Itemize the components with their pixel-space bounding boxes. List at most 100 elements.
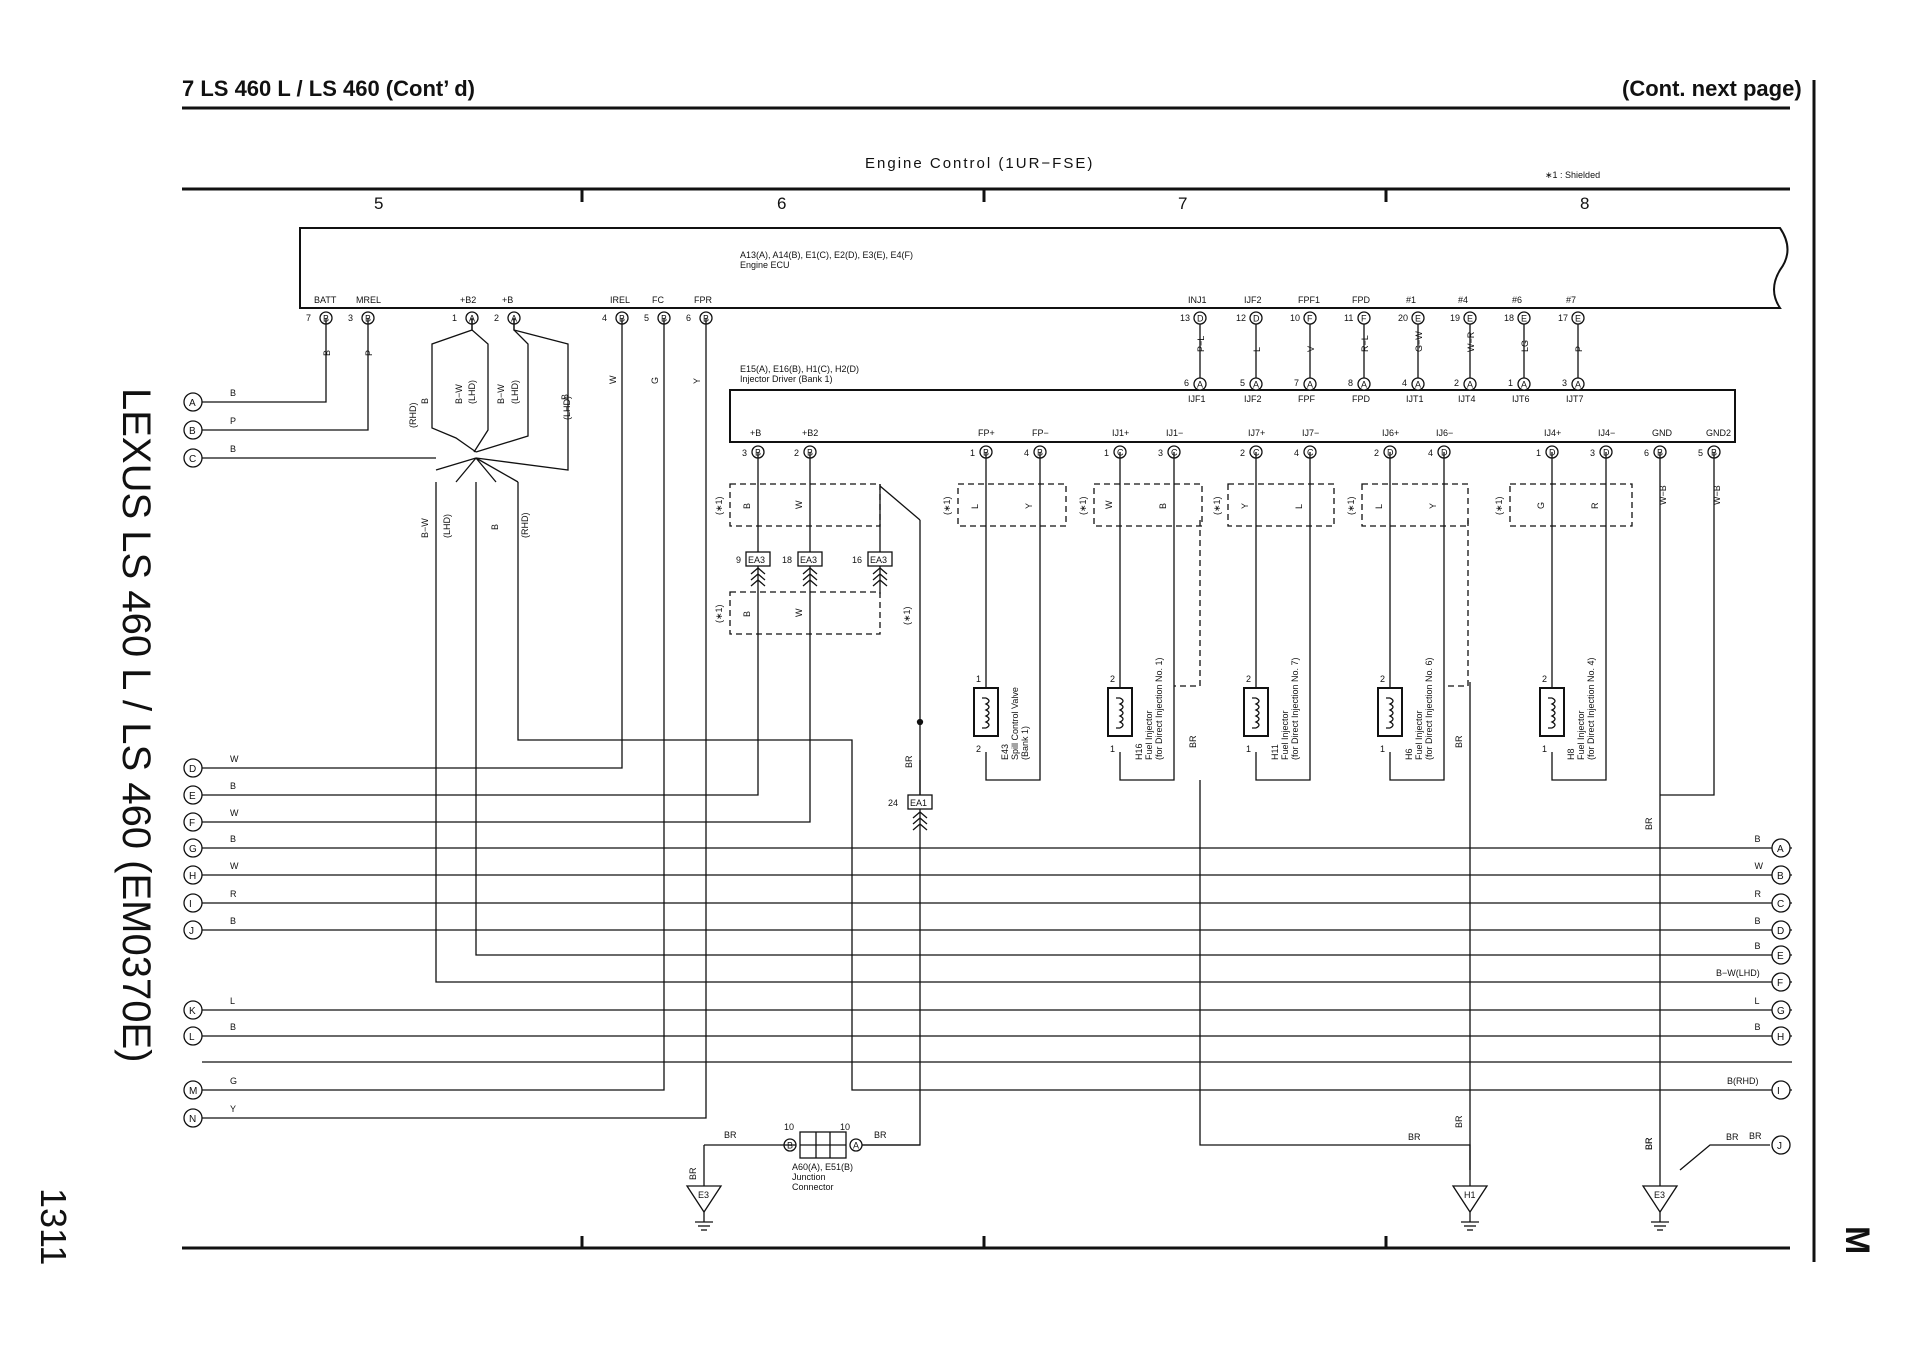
component-body	[1377, 687, 1403, 737]
component-pin-top: 2	[1380, 674, 1385, 684]
driver-wire-color: W−R	[1466, 331, 1476, 352]
component-pin-bottom: 2	[976, 744, 981, 754]
ground-wire-color: BR	[1644, 1137, 1654, 1150]
driver-terminal-number: 1	[970, 448, 975, 458]
driver-terminal-name: GND	[1652, 428, 1673, 438]
left-terminal-id: M	[189, 1086, 197, 1097]
ground-wire-color: BR	[688, 1167, 698, 1180]
component-body	[1107, 687, 1133, 737]
component-body	[1243, 687, 1269, 737]
ecu-terminal-name: #6	[1512, 295, 1522, 305]
component-body	[1539, 687, 1565, 737]
driver-terminal-name: IJ4+	[1544, 428, 1561, 438]
driver-terminal-number: 1	[1104, 448, 1109, 458]
driver-terminal-pin	[1463, 377, 1477, 391]
left-terminal-wire-color: W	[230, 754, 239, 764]
right-terminal-wire-color: B	[1755, 1022, 1761, 1032]
driver-terminal-name: IJ6+	[1382, 428, 1399, 438]
vertical-wire-color: BR	[1454, 735, 1464, 748]
driver-terminal-number: 6	[1184, 378, 1189, 388]
ecu-terminal-name: FPF1	[1298, 295, 1320, 305]
ecu-wire-color: B−W	[496, 384, 506, 404]
component-desc2: (for Direct Injection No. 4)	[1586, 657, 1596, 760]
driver-terminal-pin-letter: A	[1467, 380, 1473, 390]
driver-terminal-number: 3	[1562, 378, 1567, 388]
ecu-wire-color: (LHD)	[562, 396, 572, 420]
right-terminal-circle	[1771, 920, 1791, 940]
driver-terminal-pin	[1517, 377, 1531, 391]
gnd-wire-color: W−B	[1658, 485, 1668, 505]
driver-terminal-name: IJ4−	[1598, 428, 1615, 438]
shield-tag: (∗1)	[714, 604, 724, 623]
right-terminal-id: B	[1777, 871, 1784, 882]
shield-boxes	[729, 483, 1633, 635]
ecu-wire-color: B	[322, 350, 332, 356]
component-label: H16	[1134, 743, 1144, 760]
ecu-terminal-name: #7	[1566, 295, 1576, 305]
component-pin-top: 1	[976, 674, 981, 684]
right-terminal-wire-color: B(RHD)	[1727, 1076, 1759, 1086]
driver-terminal-name: IJ7+	[1248, 428, 1265, 438]
left-terminal-circle	[183, 420, 203, 440]
left-terminal-wire-color: B	[230, 781, 236, 791]
driver-terminal-number: 6	[1644, 448, 1649, 458]
vertical-wire-color: BR	[1644, 1137, 1654, 1150]
component-label: E43	[1000, 744, 1010, 760]
ecu-wire-color: (LHD)	[510, 380, 520, 404]
page-header-left: 7 LS 460 L / LS 460 (Cont’ d)	[182, 76, 476, 101]
vertical-wire-color: BR	[1454, 1115, 1464, 1128]
ground-name: E3	[698, 1190, 709, 1200]
driver-terminal-number: 4	[1024, 448, 1029, 458]
ecu-terminal-number: 7	[306, 313, 311, 323]
ecu-wire-color: G	[650, 377, 660, 384]
right-terminal-circle	[1771, 893, 1791, 913]
driver-terminal-number: 3	[1158, 448, 1163, 458]
lower-wire-color: B	[490, 524, 500, 530]
junction-desc2: Connector	[792, 1182, 834, 1192]
left-terminal-circle	[183, 1026, 203, 1046]
grid-number-8: 8	[1580, 194, 1589, 213]
component-pin-bottom: 1	[1246, 744, 1251, 754]
component-pin-top: 2	[1542, 674, 1547, 684]
component-desc1: Spill Control Valve	[1010, 687, 1020, 760]
left-terminal-wire-color: R	[230, 889, 237, 899]
right-terminal-id: F	[1777, 978, 1783, 989]
ecu-terminal-number: 4	[602, 313, 607, 323]
component-pin-top: 2	[1110, 674, 1115, 684]
ecu-terminal-pin-letter: E	[1575, 314, 1581, 324]
component-desc1: Fuel Injector	[1414, 710, 1424, 760]
driver-terminal-name: FPF	[1298, 394, 1316, 404]
left-terminal-id: L	[189, 1032, 195, 1043]
driver-terminal-name: IJ1−	[1166, 428, 1183, 438]
right-terminal-wire-color: B	[1755, 941, 1761, 951]
ecu-terminal-number: 13	[1180, 313, 1190, 323]
ecu-terminal-number: 17	[1558, 313, 1568, 323]
ecu-terminal-name: #4	[1458, 295, 1468, 305]
ea1-connector-pin: 24	[888, 798, 898, 808]
left-terminal-circle	[183, 758, 203, 778]
junction-wire-right: BR	[874, 1130, 887, 1140]
ecu-terminal-name: INJ1	[1188, 295, 1207, 305]
driver-terminal-number: 2	[794, 448, 799, 458]
right-terminal-wire-color: W	[1755, 861, 1764, 871]
right-terminal-id: I	[1777, 1086, 1780, 1097]
ea1-connector-name: EA1	[910, 798, 927, 808]
shield-wire-a: B	[742, 503, 752, 509]
driver-terminal-number: 3	[1590, 448, 1595, 458]
right-terminal-circle	[1771, 1135, 1791, 1155]
driver-terminal-name: IJF1	[1188, 394, 1206, 404]
ea3-connector-pin: 18	[782, 555, 792, 565]
shield-tag: (∗1)	[1212, 496, 1222, 515]
frame	[182, 80, 1816, 1262]
component-desc2: (Bank 1)	[1020, 726, 1030, 760]
ea3-connector-pin: 16	[852, 555, 862, 565]
ecu-terminal-name: #1	[1406, 295, 1416, 305]
driver-terminal-pin	[1357, 377, 1371, 391]
ecu-terminal-number: 1	[452, 313, 457, 323]
right-terminal-id: A	[1777, 844, 1784, 855]
